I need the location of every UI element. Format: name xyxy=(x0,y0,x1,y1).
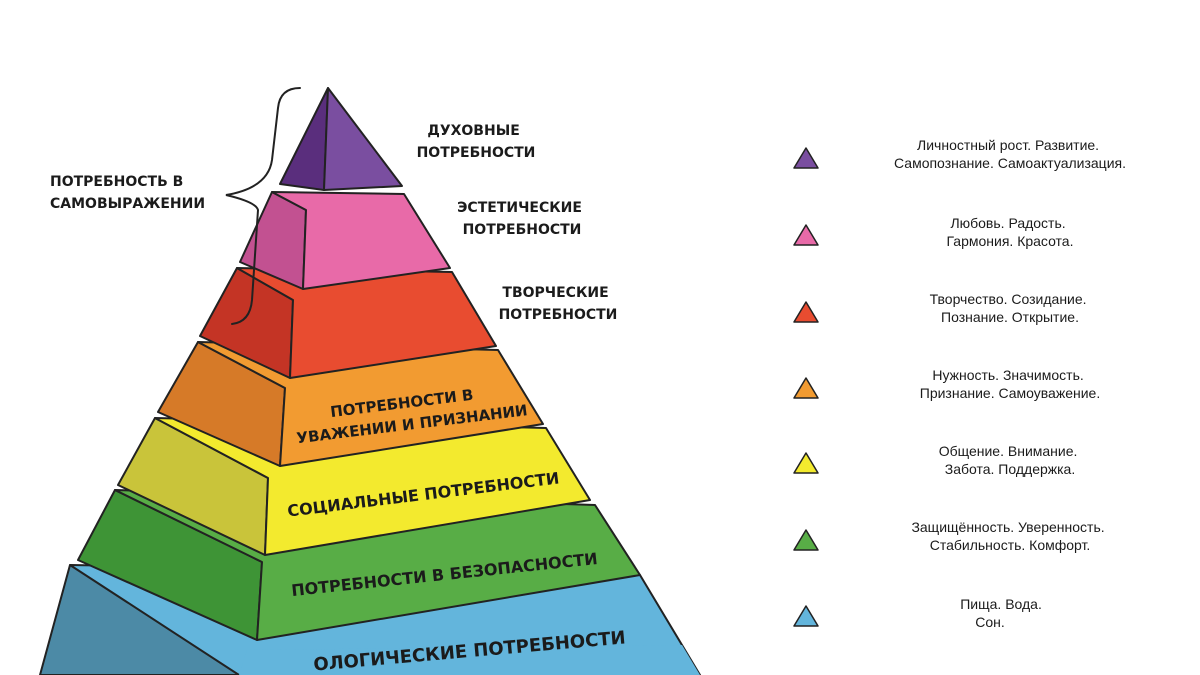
self-expression-label-line-1: ПОТРЕБНОСТЬ В xyxy=(50,174,183,190)
legend-text-line: Гармония. Красота. xyxy=(947,233,1074,249)
legend-text-line: Забота. Поддержка. xyxy=(945,461,1075,477)
legend-text-safety: Защищённость. Уверенность. Стабильность.… xyxy=(911,519,1108,553)
legend-text-line: Защищённость. Уверенность. xyxy=(911,519,1104,535)
legend-triangle-icon xyxy=(793,224,819,246)
tier-creative-label: ТВОРЧЕСКИЕ ПОТРЕБНОСТИ xyxy=(499,285,618,323)
legend-text-spiritual: Личностный рост. Развитие. Самопознание.… xyxy=(894,137,1126,171)
legend-triangle-icon xyxy=(793,605,819,627)
legend-item-physiological: Пища. Вода. Сон. xyxy=(793,596,1046,630)
legend-text-aesthetic: Любовь. Радость. Гармония. Красота. xyxy=(947,215,1074,249)
legend: Личностный рост. Развитие. Самопознание.… xyxy=(793,137,1126,630)
tier-spiritual-label-line-2: ПОТРЕБНОСТИ xyxy=(417,145,536,161)
legend-triangle-icon xyxy=(793,301,819,323)
legend-text-line: Сон. xyxy=(975,614,1005,630)
tier-aesthetic-label: ЭСТЕТИЧЕСКИЕ ПОТРЕБНОСТИ xyxy=(457,200,587,238)
legend-text-line: Познание. Открытие. xyxy=(941,309,1079,325)
legend-item-creative: Творчество. Созидание. Познание. Открыти… xyxy=(793,291,1091,325)
legend-triangle-icon xyxy=(793,377,819,399)
tier-aesthetic-front xyxy=(271,191,451,290)
legend-triangle-icon xyxy=(793,147,819,169)
legend-text-esteem: Нужность. Значимость. Признание. Самоува… xyxy=(920,367,1100,401)
legend-text-line: Признание. Самоуважение. xyxy=(920,385,1100,401)
legend-text-line: Самопознание. Самоактуализация. xyxy=(894,155,1126,171)
tier-creative-label-line-1: ТВОРЧЕСКИЕ xyxy=(502,285,608,301)
tier-spiritual-label-line-1: ДУХОВНЫЕ xyxy=(427,123,519,139)
tier-aesthetic xyxy=(239,191,451,290)
self-expression-label-line-2: САМОВЫРАЖЕНИИ xyxy=(50,196,205,212)
legend-text-social: Общение. Внимание. Забота. Поддержка. xyxy=(939,443,1082,477)
legend-text-line: Любовь. Радость. xyxy=(950,215,1065,231)
legend-item-spiritual: Личностный рост. Развитие. Самопознание.… xyxy=(793,137,1126,171)
tier-physiological-front-face xyxy=(239,645,700,675)
self-expression-bracket xyxy=(225,87,301,325)
legend-text-line: Пища. Вода. xyxy=(960,596,1042,612)
legend-triangle-icon xyxy=(793,452,819,474)
legend-text-line: Стабильность. Комфорт. xyxy=(930,537,1091,553)
tier-aesthetic-label-line-2: ПОТРЕБНОСТИ xyxy=(463,222,582,238)
legend-item-esteem: Нужность. Значимость. Признание. Самоува… xyxy=(793,367,1100,401)
legend-item-social: Общение. Внимание. Забота. Поддержка. xyxy=(793,443,1082,477)
legend-text-line: Общение. Внимание. xyxy=(939,443,1078,459)
tier-aesthetic-label-line-1: ЭСТЕТИЧЕСКИЕ xyxy=(457,200,582,216)
legend-text-line: Личностный рост. Развитие. xyxy=(917,137,1099,153)
legend-text-physiological: Пища. Вода. Сон. xyxy=(960,596,1046,630)
tier-spiritual xyxy=(279,87,403,191)
legend-triangle-icon xyxy=(793,529,819,551)
tier-spiritual-side xyxy=(279,87,329,191)
tier-spiritual-label: ДУХОВНЫЕ ПОТРЕБНОСТИ xyxy=(417,123,536,161)
legend-item-aesthetic: Любовь. Радость. Гармония. Красота. xyxy=(793,215,1074,249)
tier-creative-label-line-2: ПОТРЕБНОСТИ xyxy=(499,307,618,323)
legend-text-line: Нужность. Значимость. xyxy=(932,367,1083,383)
legend-text-creative: Творчество. Созидание. Познание. Открыти… xyxy=(930,291,1091,325)
legend-item-safety: Защищённость. Уверенность. Стабильность.… xyxy=(793,519,1108,553)
legend-text-line: Творчество. Созидание. xyxy=(930,291,1087,307)
tier-spiritual-front xyxy=(323,87,403,191)
self-expression-label: ПОТРЕБНОСТЬ В САМОВЫРАЖЕНИИ xyxy=(50,174,205,212)
